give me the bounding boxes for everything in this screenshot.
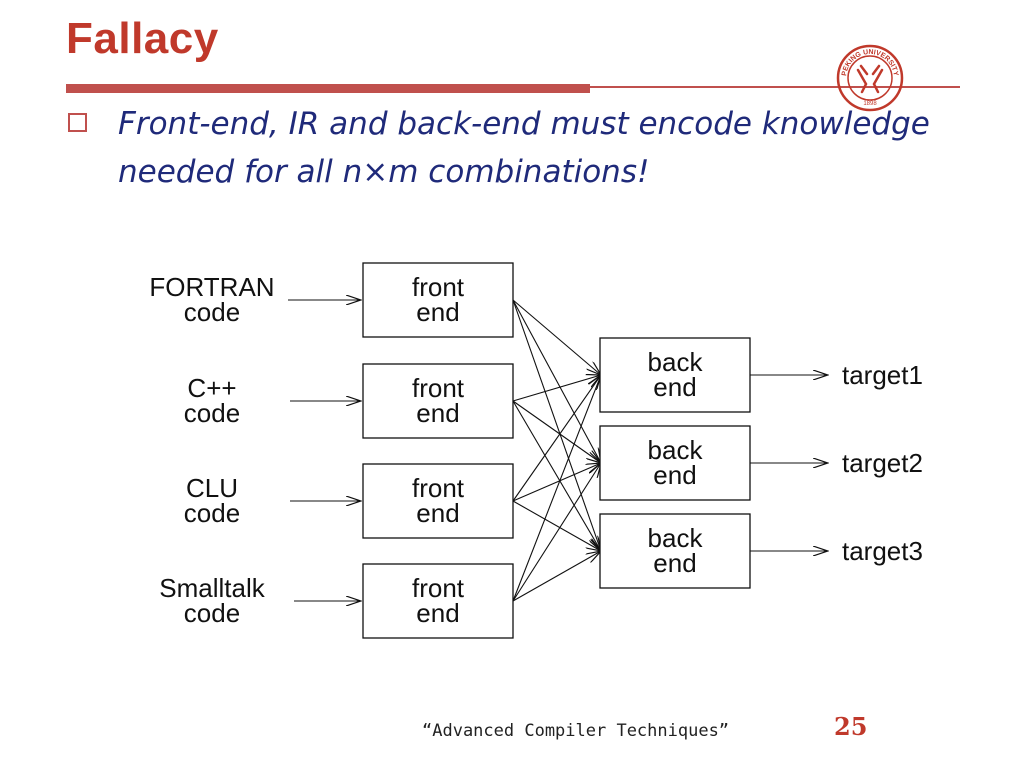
back-end-box <box>599 425 751 501</box>
frontend-to-backend-arrow <box>512 375 601 502</box>
back-end-label: back <box>648 523 704 553</box>
front-end-label: end <box>416 398 459 428</box>
frontend-to-backend-arrow <box>512 463 601 502</box>
source-language-label: C++ <box>187 373 236 403</box>
back-end-label: end <box>653 372 696 402</box>
frontend-to-backend-arrow <box>512 500 601 551</box>
back-end-label: end <box>653 460 696 490</box>
source-code-label: code <box>184 297 240 327</box>
front-end-label: front <box>412 373 465 403</box>
front-end-box <box>362 262 514 338</box>
frontend-to-backend-arrow <box>512 551 601 602</box>
front-end-label: front <box>412 473 465 503</box>
front-end-label: front <box>412 272 465 302</box>
frontend-to-backend-arrow <box>512 299 601 551</box>
front-end-label: end <box>416 598 459 628</box>
frontend-to-backend-arrow <box>512 375 601 402</box>
source-language-label: Smalltalk <box>159 573 265 603</box>
peking-university-seal-icon: PEKING UNIVERSITY 1898 <box>836 44 904 112</box>
back-end-label: end <box>653 548 696 578</box>
slide-title: Fallacy <box>66 14 219 63</box>
source-code-label: code <box>184 398 240 428</box>
target-label: target3 <box>842 536 923 566</box>
source-language-label: CLU <box>186 473 238 503</box>
source-language-label: FORTRAN <box>149 272 274 302</box>
front-end-box <box>362 463 514 539</box>
back-end-label: back <box>648 347 704 377</box>
title-underline-thick <box>66 84 590 93</box>
front-end-box <box>362 363 514 439</box>
back-end-box <box>599 337 751 413</box>
target-label: target2 <box>842 448 923 478</box>
frontend-to-backend-arrow <box>512 400 601 463</box>
bullet-text: Front-end, IR and back-end must encode k… <box>118 106 930 190</box>
front-end-label: end <box>416 498 459 528</box>
title-underline-thin <box>590 86 960 88</box>
back-end-box <box>599 513 751 589</box>
page-number: 25 <box>834 712 868 741</box>
footer-course-title: “Advanced Compiler Techniques” <box>422 721 730 741</box>
target-label: target1 <box>842 360 923 390</box>
seal-year: 1898 <box>863 101 877 107</box>
frontend-to-backend-arrow <box>512 299 601 463</box>
frontend-to-backend-arrow <box>512 299 601 375</box>
front-end-label: front <box>412 573 465 603</box>
source-code-label: code <box>184 498 240 528</box>
frontend-to-backend-arrow <box>512 375 601 602</box>
frontend-to-backend-arrow <box>512 400 601 551</box>
frontend-to-backend-arrow <box>512 463 601 602</box>
front-end-label: end <box>416 297 459 327</box>
back-end-label: back <box>648 435 704 465</box>
source-code-label: code <box>184 598 240 628</box>
bullet-marker <box>68 113 87 132</box>
front-end-box <box>362 563 514 639</box>
